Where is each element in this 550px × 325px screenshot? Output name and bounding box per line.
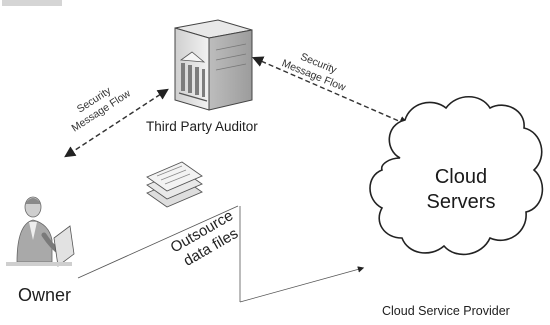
- auditor-label: Third Party Auditor: [146, 119, 258, 134]
- cloud-servers-line1: Cloud: [434, 166, 488, 188]
- top-left-fragment: [2, 0, 62, 6]
- security-flow-left-arrow: [64, 88, 169, 158]
- security-flow-right-arrow: [251, 56, 411, 127]
- cloud-provider-label: Cloud Service Provider: [382, 304, 510, 318]
- cloud-shape: [369, 95, 544, 256]
- cloud-servers-line2: Servers: [426, 191, 496, 213]
- server-building-icon: [174, 19, 253, 111]
- outsource-flow-line-left: [77, 205, 239, 279]
- owner-label: Owner: [18, 285, 72, 305]
- person-at-laptop-icon: [6, 196, 75, 267]
- stacked-documents-icon: [146, 161, 203, 208]
- outsource-flow-line-right: [239, 266, 365, 303]
- cloud-servers-label: Cloud Servers: [422, 165, 500, 215]
